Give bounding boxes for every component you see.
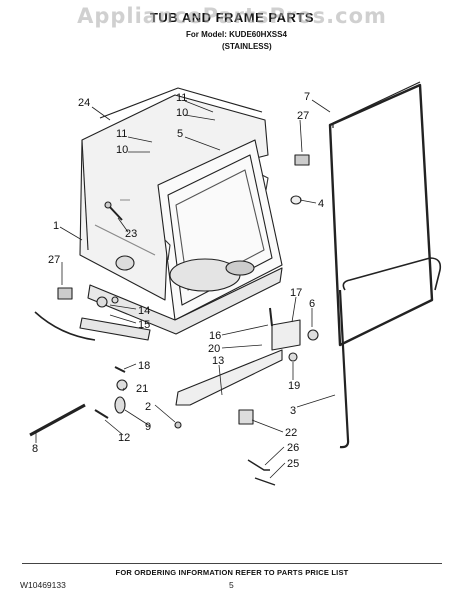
screw-2 — [174, 421, 182, 429]
callout-22: 22 — [285, 427, 297, 439]
callout-20: 20 — [208, 343, 220, 355]
part-26-25 — [247, 459, 276, 486]
bracket-17 — [271, 319, 301, 351]
callout-14: 14 — [138, 305, 150, 317]
footer-divider — [22, 563, 442, 564]
part-21 — [116, 379, 128, 391]
callout-15: 15 — [138, 319, 150, 331]
callout-3: 3 — [290, 405, 296, 417]
callout-8: 8 — [32, 443, 38, 455]
part-4 — [290, 195, 302, 205]
footer-note: FOR ORDERING INFORMATION REFER TO PARTS … — [115, 568, 349, 577]
callout-25: 25 — [287, 458, 299, 470]
clip-27-top — [294, 154, 310, 166]
callout-11a: 11 — [176, 92, 187, 104]
screw-19 — [288, 352, 298, 362]
callout-19: 19 — [288, 380, 300, 392]
callout-1: 1 — [53, 220, 59, 232]
door-gasket — [328, 83, 434, 347]
panel-13 — [175, 349, 283, 406]
callout-18: 18 — [138, 360, 150, 372]
page-number: 5 — [229, 580, 234, 590]
callout-9: 9 — [145, 421, 151, 433]
callout-27b: 27 — [48, 254, 60, 266]
callout-27a: 27 — [297, 110, 309, 122]
callout-2: 2 — [145, 401, 151, 413]
callout-21: 21 — [136, 383, 148, 395]
callout-17: 17 — [290, 287, 302, 299]
callout-26: 26 — [287, 442, 299, 454]
callout-10a: 10 — [176, 107, 188, 119]
cable-8 — [29, 403, 86, 437]
clip-27-bottom — [57, 287, 73, 300]
lower-gasket — [342, 257, 442, 291]
tub-drain-port — [115, 255, 135, 271]
page-title: TUB AND FRAME PARTS — [149, 10, 315, 25]
callout-12: 12 — [118, 432, 130, 444]
screw-12 — [94, 409, 109, 419]
callout-6: 6 — [309, 298, 315, 310]
model-line: For Model: KUDE60HXSS4 — [186, 30, 287, 39]
callout-4: 4 — [318, 198, 324, 210]
callout-7: 7 — [304, 91, 310, 103]
callout-11b: 11 — [116, 128, 127, 140]
screw-16 — [269, 307, 273, 327]
base-rail — [87, 267, 283, 335]
hose-8 — [34, 311, 96, 341]
part-22 — [238, 409, 254, 425]
part-18 — [114, 366, 126, 373]
callout-16: 16 — [209, 330, 221, 342]
callout-5: 5 — [177, 128, 183, 140]
bracket-14-15 — [79, 317, 151, 341]
callout-24: 24 — [78, 97, 90, 109]
document-number: W10469133 — [20, 580, 66, 590]
callout-23: 23 — [125, 228, 137, 240]
callout-13: 13 — [212, 355, 224, 367]
tub-top-edge — [99, 87, 263, 119]
part-9 — [114, 396, 126, 414]
callout-10b: 10 — [116, 144, 128, 156]
nut-6 — [307, 329, 319, 341]
tub-side-left — [81, 139, 89, 251]
lower-gasket-strip — [338, 289, 350, 449]
variant-line: (STAINLESS) — [222, 42, 272, 51]
